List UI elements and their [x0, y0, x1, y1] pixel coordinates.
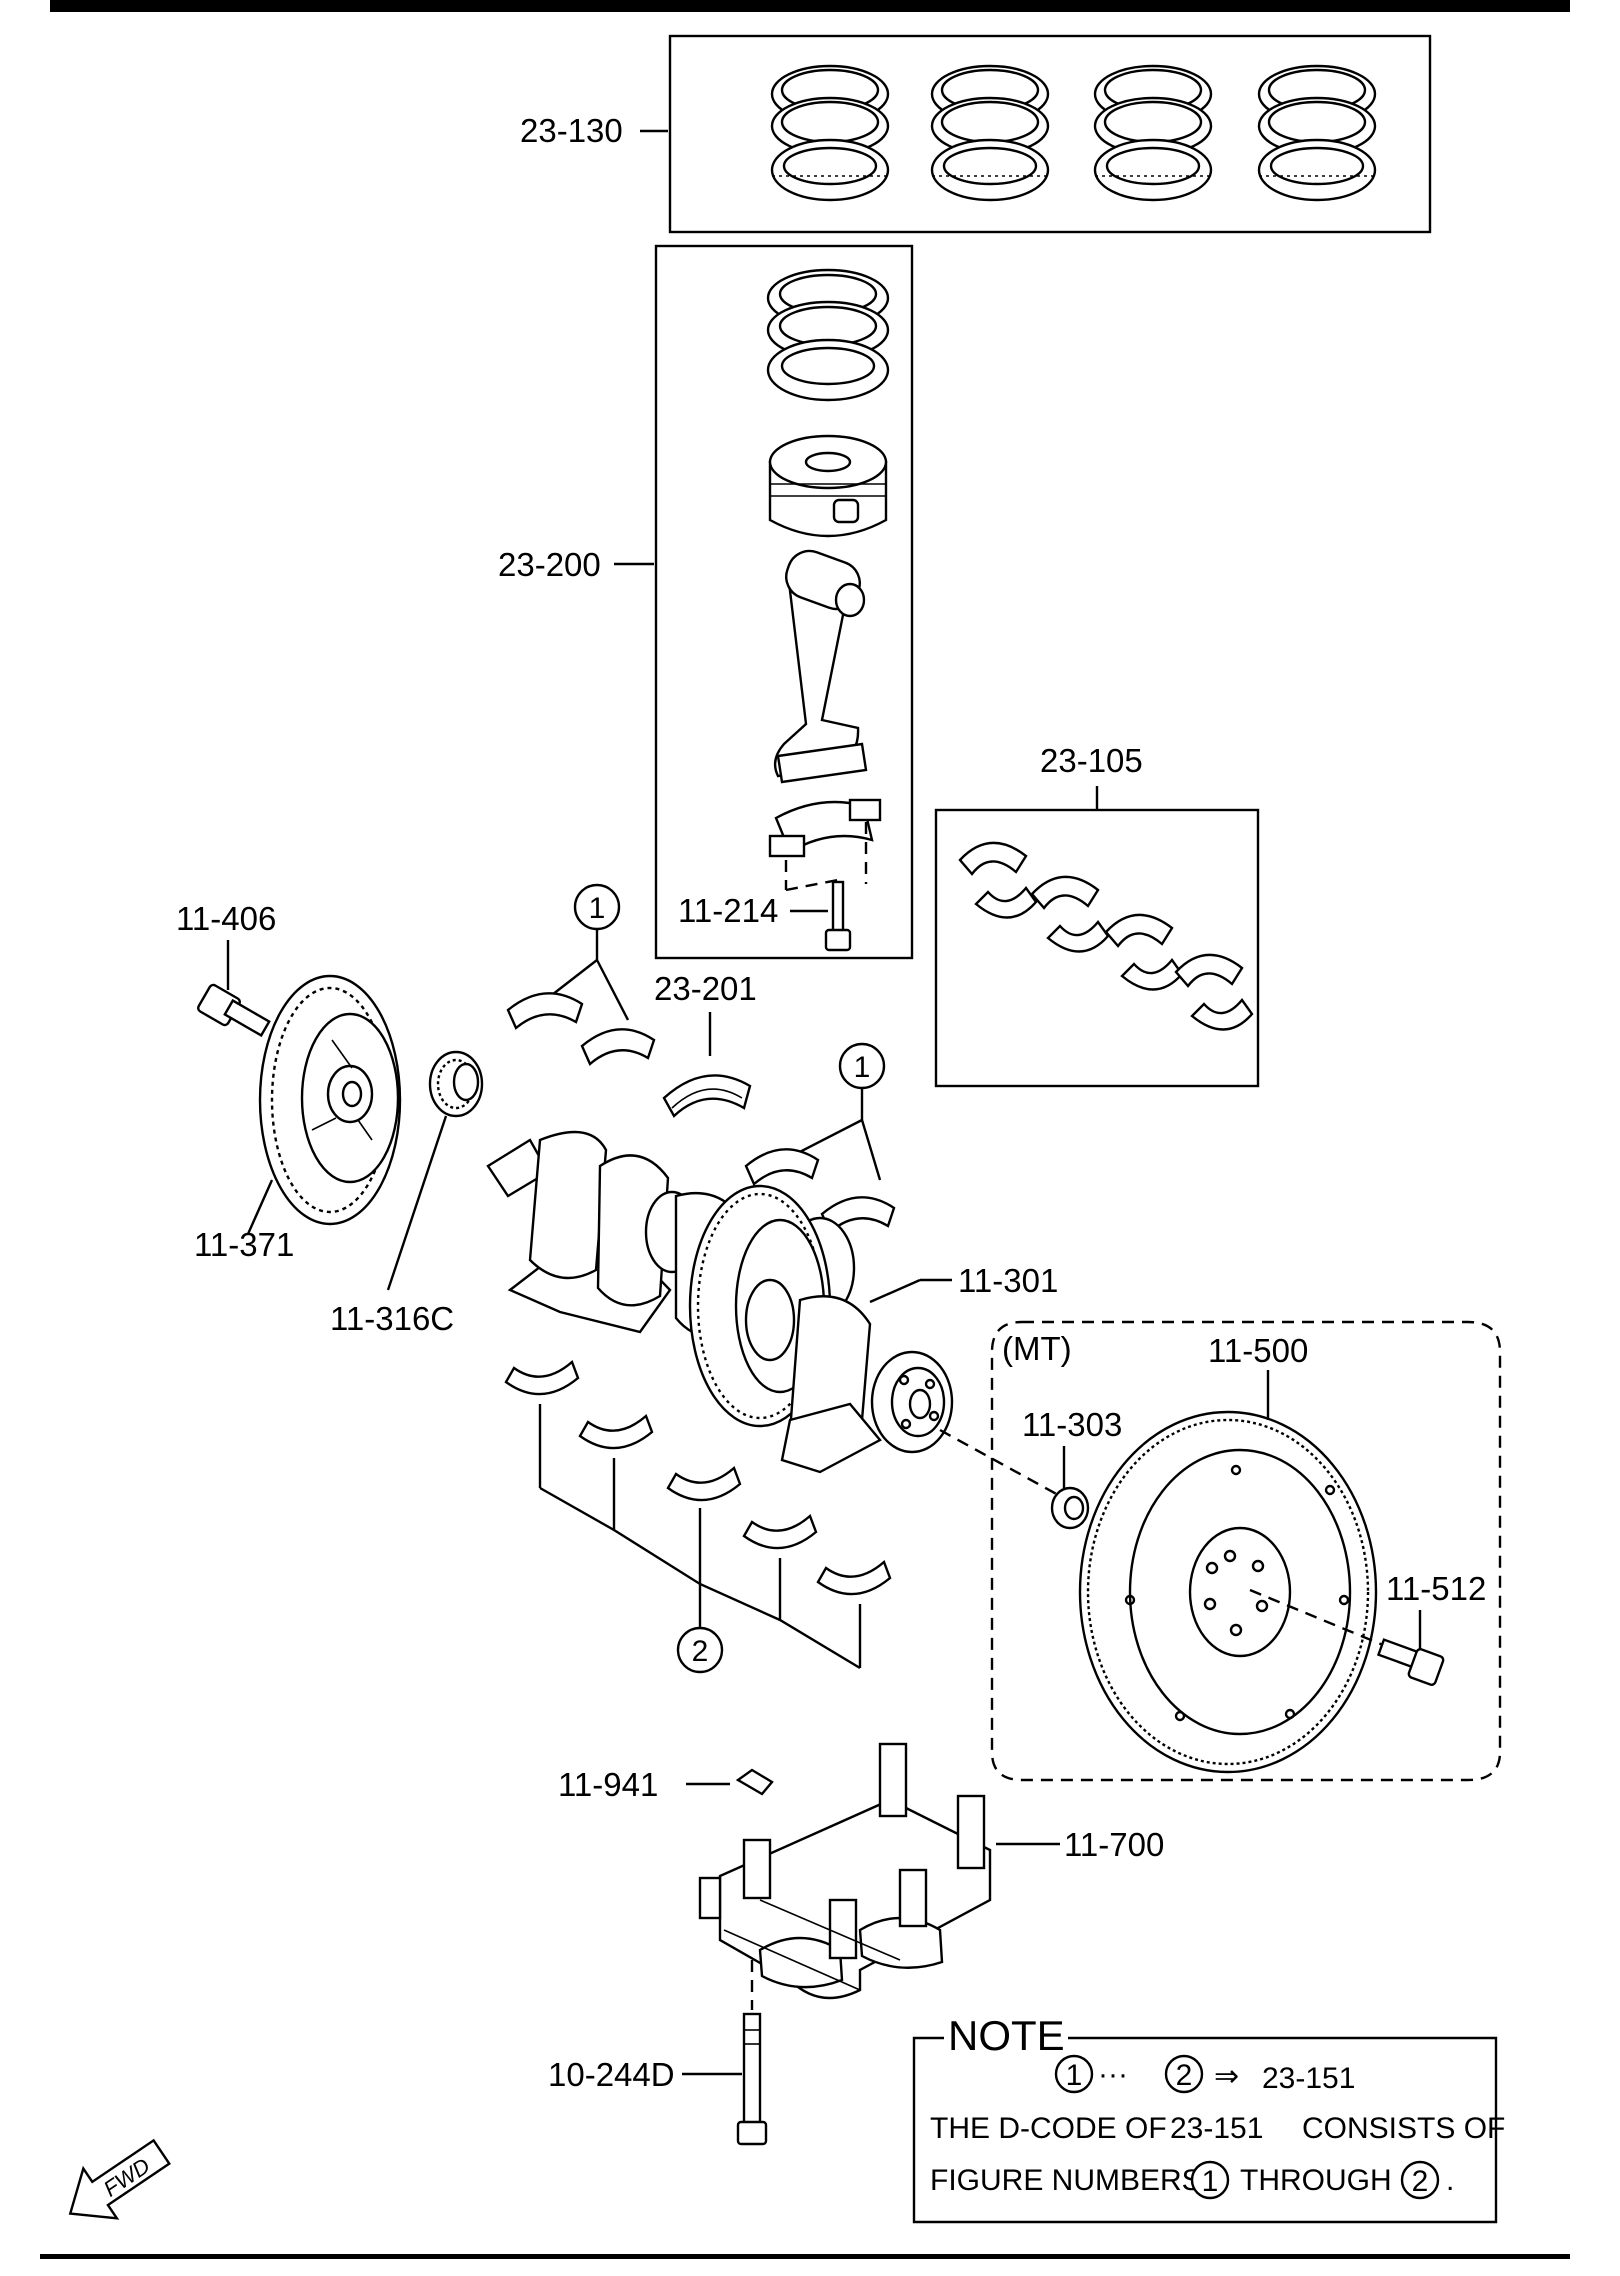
piston-ring-set	[1257, 64, 1377, 202]
part-label-23-130: 23-130	[520, 112, 623, 149]
svg-text:CONSISTS OF: CONSISTS OF	[1302, 2112, 1505, 2145]
piston-ring-set	[1093, 64, 1213, 202]
piston-ring-set	[770, 64, 890, 202]
bearing-cap-group: 11-941 11-700 10-244D	[548, 1742, 1164, 2146]
rod-bearing-pair	[1030, 875, 1110, 953]
crankshaft: 11-301	[486, 1130, 1058, 1474]
part-label-11-214: 11-214	[678, 892, 778, 929]
part-label-11-303: 11-303	[1022, 1406, 1122, 1443]
circle-marker-2: 2	[676, 1626, 724, 1674]
crankshaft-pulley	[258, 974, 402, 1226]
flywheel-bolt	[1376, 1638, 1445, 1686]
svg-text:1: 1	[854, 1051, 871, 1084]
pilot-bearing	[1050, 1486, 1090, 1530]
top-border-rule	[50, 0, 1570, 12]
circle-marker-1: 1	[838, 1042, 886, 1090]
cap-bolt	[736, 2012, 768, 2146]
piston-ring-set	[930, 64, 1050, 202]
forward-direction-arrow: FWD	[68, 2138, 171, 2220]
svg-text:23-151: 23-151	[1262, 2062, 1355, 2095]
note-heading: NOTE	[948, 2012, 1065, 2059]
rod-bearing-set-group: 23-105	[934, 742, 1260, 1088]
part-label-11-512: 11-512	[1386, 1570, 1486, 1607]
main-bearing-cap-girdle	[698, 1742, 992, 2000]
mt-label: (MT)	[1002, 1330, 1072, 1367]
part-label-11-406: 11-406	[176, 900, 276, 937]
part-label-11-500: 11-500	[1208, 1332, 1308, 1369]
note-line-3: FIGURE NUMBERS 1 THROUGH 2 .	[930, 2160, 1454, 2200]
rod-bearing-pair	[1104, 913, 1184, 991]
note-line-1: 1 ··· 2 ⇒ 23-151	[1054, 2054, 1355, 2095]
rod-bolt	[824, 880, 852, 952]
rod-bearing-pair	[1174, 953, 1254, 1031]
part-label-11-941: 11-941	[558, 1766, 658, 1803]
svg-text:2: 2	[692, 1635, 709, 1668]
svg-text:THE D-CODE OF: THE D-CODE OF	[930, 2112, 1167, 2145]
part-label-11-316c: 11-316C	[330, 1300, 454, 1337]
part-label-10-244d: 10-244D	[548, 2056, 675, 2093]
flywheel	[1078, 1410, 1378, 1774]
svg-text:···: ···	[1098, 2058, 1128, 2091]
lower-main-bearings-group: 2	[504, 1359, 892, 1674]
rod-cap	[768, 798, 882, 892]
mt-flywheel-group: (MT) 11-303 11-500	[939, 1320, 1502, 1782]
svg-text:.: .	[1446, 2164, 1454, 2197]
piston-ring-sets-group: 23-130	[520, 34, 1432, 234]
crank-flange	[870, 1350, 954, 1454]
note-line-2: THE D-CODE OF 23-151 CONSISTS OF	[930, 2112, 1505, 2145]
upper-main-bearings-group: 1 1 23-201	[506, 883, 896, 1234]
front-pulley-group: 11-406 11-371 11-316C	[176, 900, 484, 1337]
part-label-11-371: 11-371	[194, 1226, 294, 1263]
part-label-23-200: 23-200	[498, 546, 601, 583]
piston-rod-assembly-group: 23-200 11-214	[498, 244, 914, 960]
svg-text:1: 1	[1066, 2059, 1083, 2092]
note-box: NOTE 1 ··· 2 ⇒ 23-151 THE D-CODE OF 23-1…	[912, 2012, 1505, 2224]
svg-text:1: 1	[1202, 2165, 1219, 2198]
part-label-11-700: 11-700	[1064, 1826, 1164, 1863]
piston	[768, 434, 888, 538]
svg-text:FIGURE NUMBERS: FIGURE NUMBERS	[930, 2164, 1202, 2197]
svg-text:⇒: ⇒	[1214, 2060, 1239, 2093]
part-label-11-301: 11-301	[958, 1262, 1058, 1299]
circle-marker-1: 1	[573, 883, 621, 931]
svg-text:23-151: 23-151	[1170, 2112, 1263, 2145]
pulley-bolt	[197, 983, 271, 1038]
timing-sprocket	[428, 1050, 484, 1118]
svg-text:2: 2	[1176, 2059, 1193, 2092]
connecting-rod	[773, 549, 868, 784]
svg-text:1: 1	[589, 892, 606, 925]
piston-rings	[766, 268, 890, 402]
part-label-23-105: 23-105	[1040, 742, 1143, 779]
svg-text:THROUGH: THROUGH	[1240, 2164, 1392, 2197]
bottom-border-rule	[40, 2254, 1570, 2259]
svg-text:2: 2	[1412, 2165, 1429, 2198]
rod-bearing-pair	[958, 841, 1038, 919]
part-label-23-201: 23-201	[654, 970, 757, 1007]
